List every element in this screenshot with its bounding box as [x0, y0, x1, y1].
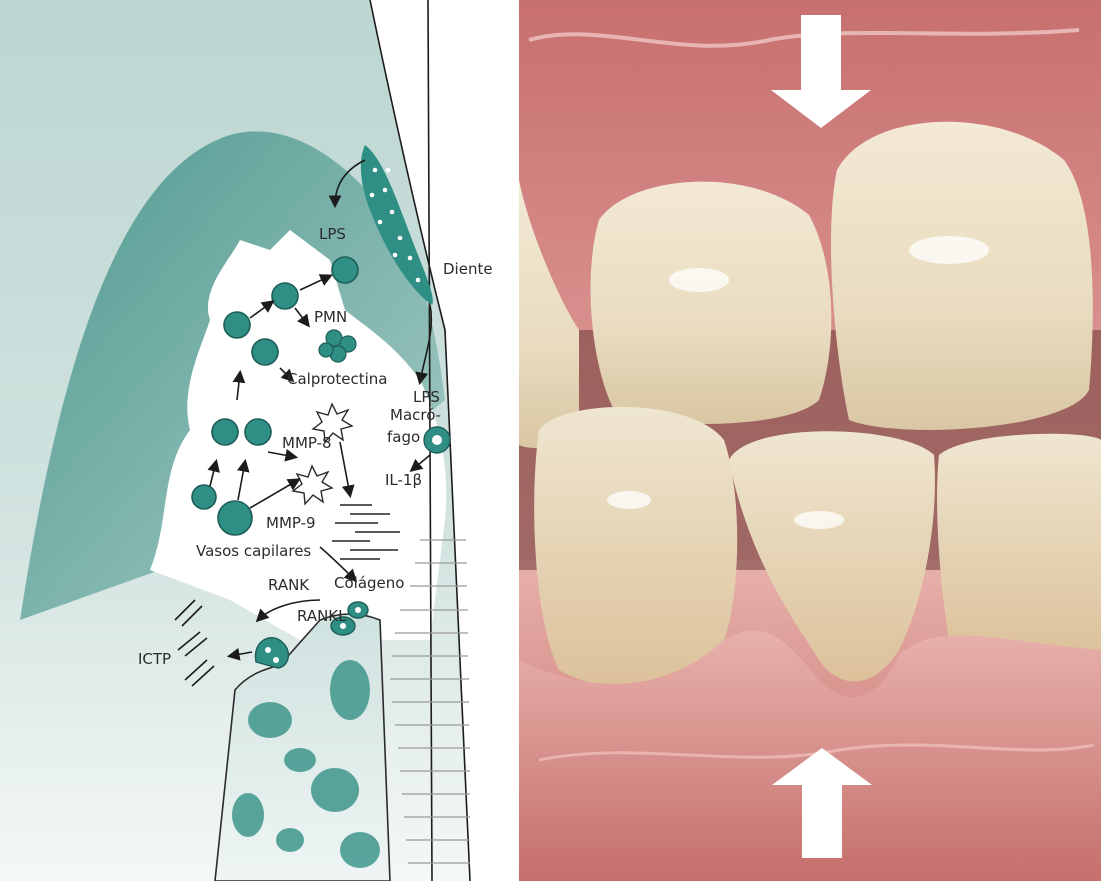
label-collagen: Colágeno [334, 574, 404, 592]
label-lps-top: LPS [319, 225, 346, 243]
clinical-photo [519, 0, 1101, 881]
lower-right-tooth [937, 434, 1101, 657]
label-lps-mid: LPS [413, 388, 440, 406]
label-mmp8: MMP-8 [282, 434, 332, 452]
label-pmn: PMN [314, 308, 347, 326]
periodontal-diagram: LPS Diente PMN Calprotectina LPS Macró- … [0, 0, 517, 881]
label-rank: RANK [268, 576, 310, 594]
macrophage-icon [424, 427, 450, 453]
label-il1b: IL-1β [385, 471, 422, 489]
upper-central-right-tooth [831, 122, 1093, 430]
label-tooth: Diente [443, 260, 493, 278]
label-capillaries: Vasos capilares [196, 542, 311, 560]
upper-central-left-tooth [591, 182, 832, 424]
label-rankl: RANKL [297, 607, 347, 625]
label-ictp: ICTP [138, 650, 171, 668]
label-macrophage-1: Macró- [390, 406, 441, 424]
label-mmp9: MMP-9 [266, 514, 316, 532]
lower-left-tooth [534, 407, 737, 687]
label-calprotectin: Calprotectina [287, 370, 387, 388]
label-macrophage-2: fago [387, 428, 420, 446]
